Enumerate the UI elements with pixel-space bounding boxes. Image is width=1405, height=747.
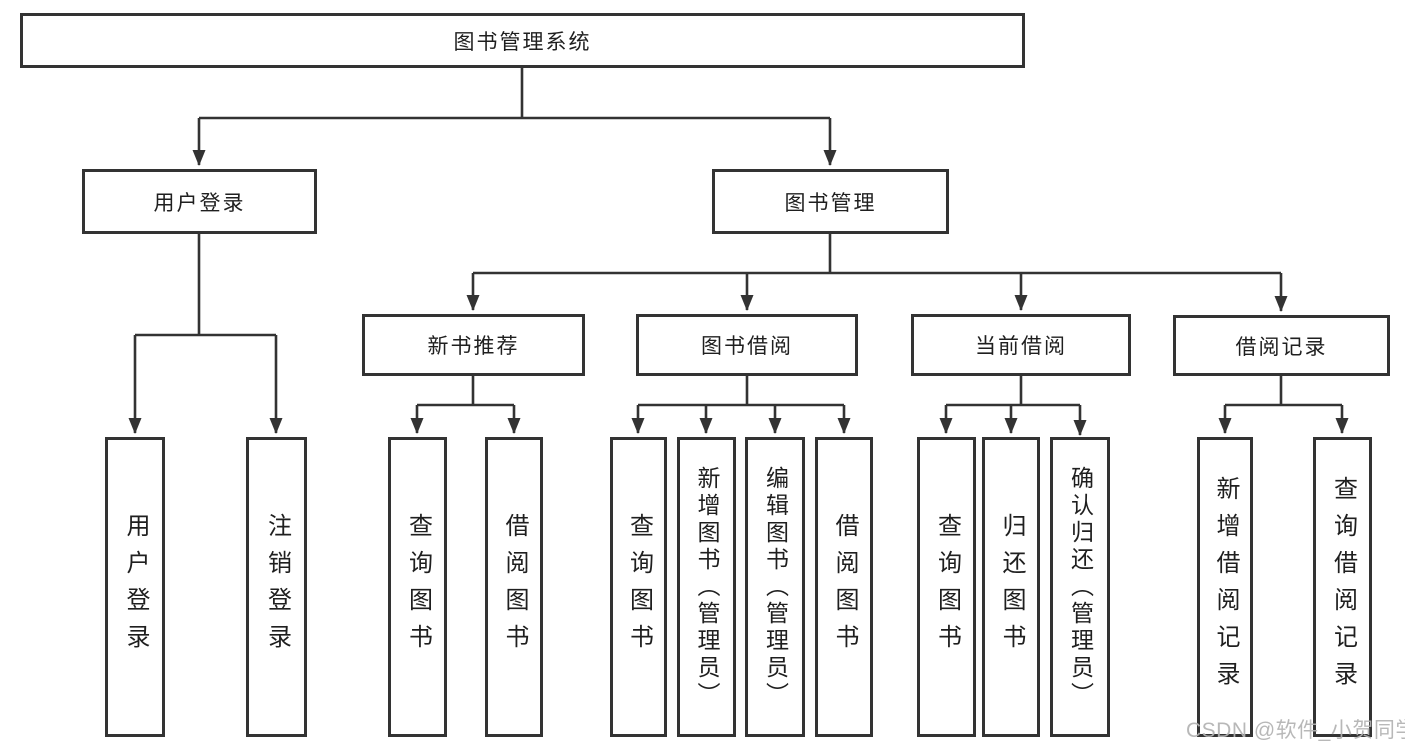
leaf-label: 查询图书 — [933, 513, 961, 661]
leaf-label: 查询图书 — [404, 513, 432, 661]
connector-skeleton — [135, 66, 1342, 407]
leaf-query-books: 查询图书 — [610, 437, 667, 737]
leaf-label: 编辑图书（管理员） — [762, 465, 789, 709]
csdn-watermark: CSDN @软件_小贺同学 — [1186, 719, 1405, 742]
leaf-label: 归还图书 — [998, 513, 1025, 661]
node-label: 借阅记录 — [1235, 335, 1328, 359]
leaf-logout: 注销登录 — [246, 437, 307, 737]
node-label: 图书管理 — [784, 191, 877, 215]
leaf-add-borrow-record: 新增借阅记录 — [1197, 437, 1253, 737]
leaf-borrow-books: 借阅图书 — [815, 437, 873, 737]
node-label: 图书借阅 — [701, 335, 793, 358]
leaf-label: 借阅图书 — [831, 513, 858, 661]
leaf-confirm-return-admin: 确认归还（管理员） — [1050, 437, 1110, 737]
node-library-management-system: 图书管理系统 — [20, 13, 1025, 68]
leaf-query-books: 查询图书 — [388, 437, 447, 737]
leaf-label: 新增借阅记录 — [1212, 476, 1239, 698]
leaf-query-borrow-record: 查询借阅记录 — [1313, 437, 1372, 737]
leaf-label: 确认归还（管理员） — [1067, 465, 1094, 709]
node-current-borrowing: 当前借阅 — [911, 314, 1131, 376]
leaf-return-books: 归还图书 — [982, 437, 1040, 737]
leaf-borrow-books: 借阅图书 — [485, 437, 543, 737]
leaf-user-login: 用户登录 — [105, 437, 165, 737]
node-book-management: 图书管理 — [712, 169, 949, 234]
leaf-label: 新增图书（管理员） — [694, 465, 720, 709]
node-label: 当前借阅 — [975, 335, 1067, 358]
leaf-label: 查询图书 — [625, 513, 653, 661]
node-book-borrowing: 图书借阅 — [636, 314, 858, 376]
node-new-book-recommend: 新书推荐 — [362, 314, 585, 376]
leaf-add-books-admin: 新增图书（管理员） — [677, 437, 736, 737]
node-borrow-records: 借阅记录 — [1173, 315, 1390, 376]
leaf-edit-books-admin: 编辑图书（管理员） — [745, 437, 805, 737]
leaf-label: 用户登录 — [122, 513, 149, 661]
node-user-login: 用户登录 — [82, 169, 317, 234]
node-label: 图书管理系统 — [453, 30, 592, 54]
leaf-label: 查询借阅记录 — [1329, 476, 1357, 698]
node-label: 新书推荐 — [427, 335, 520, 358]
node-label: 用户登录 — [153, 191, 246, 215]
leaf-label: 借阅图书 — [501, 513, 528, 661]
leaf-label: 注销登录 — [263, 513, 291, 661]
leaf-query-books: 查询图书 — [917, 437, 976, 737]
